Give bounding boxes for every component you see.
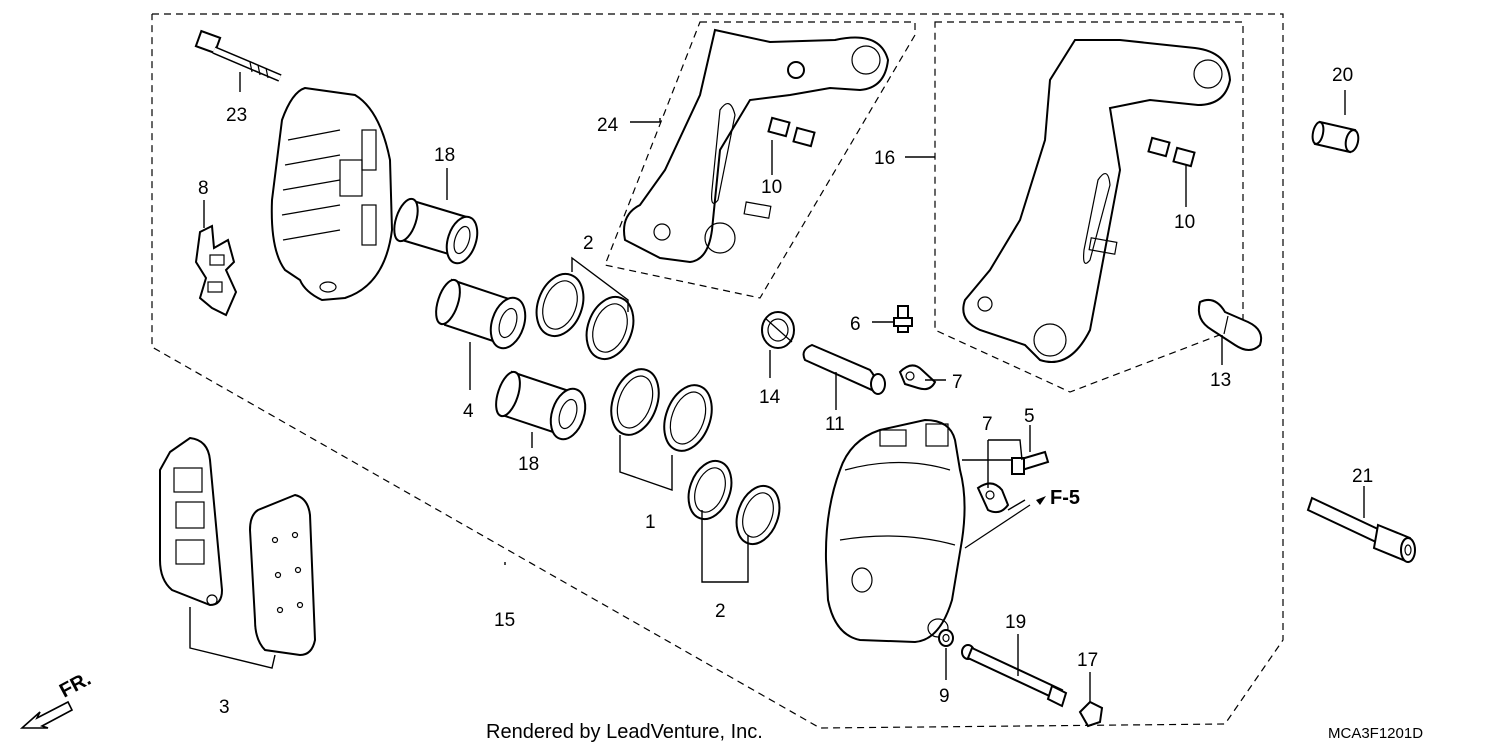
assembly-boundary (151, 13, 1284, 729)
bracket-16 (962, 39, 1232, 363)
caliper-outer-half (270, 86, 394, 302)
callout-18-lower: 18 (518, 454, 539, 475)
bleeder-5 (1011, 450, 1050, 475)
brake-pad-inner (248, 493, 317, 657)
brake-pad-outer (159, 436, 224, 607)
callout-8: 8 (198, 178, 209, 199)
callout-7-upper: 7 (952, 372, 963, 393)
callout-14: 14 (759, 387, 781, 408)
washer-7-upper (898, 364, 937, 391)
callout-6: 6 (850, 314, 861, 335)
bolt-23 (194, 29, 282, 82)
collar-20 (1311, 120, 1360, 154)
bolt-21 (1306, 496, 1416, 564)
callout-labels: 1 2 2 3 4 5 6 7 7 8 9 10 10 11 13 14 15 … (198, 65, 1373, 718)
callout-2-lower: 2 (715, 601, 726, 622)
bracket-24 (623, 28, 890, 264)
seal-set-2-upper (535, 273, 635, 360)
f5-reference-arrow (964, 496, 1046, 549)
slide-pin-11 (802, 343, 886, 395)
pad-pin-19 (961, 644, 1068, 708)
callout-13: 13 (1210, 370, 1231, 391)
callout-10-left: 10 (761, 177, 782, 198)
callout-7-lower: 7 (982, 414, 993, 435)
boot-14 (761, 311, 795, 349)
washer-7-lower (976, 482, 1010, 514)
callout-9: 9 (939, 686, 950, 707)
footer-credit: Rendered by LeadVenture, Inc. (486, 721, 763, 743)
callout-2-upper: 2 (583, 233, 594, 254)
piston-4 (435, 278, 527, 350)
diagram-code: MCA3F1201D (1328, 725, 1423, 742)
reference-f5: F-5 (1050, 487, 1080, 509)
front-direction-arrow (19, 700, 74, 729)
caliper-inner-half (824, 418, 966, 644)
pad-spring-8 (194, 224, 238, 317)
bracket-24-boundary (604, 21, 916, 299)
seal-set-2-lower (687, 459, 781, 546)
callout-24: 24 (597, 115, 619, 136)
callout-23: 23 (226, 105, 247, 126)
callout-10-right: 10 (1174, 212, 1195, 233)
callout-1: 1 (645, 512, 656, 533)
callout-3: 3 (219, 697, 230, 718)
callout-18-upper: 18 (434, 145, 455, 166)
bracket-16-boundary (934, 21, 1244, 393)
pin-13 (1197, 299, 1263, 351)
callout-4: 4 (463, 401, 474, 422)
front-direction-label: FR. (56, 668, 95, 703)
callout-15: 15 (494, 610, 515, 631)
callout-11: 11 (825, 414, 845, 435)
piston-18-upper (393, 197, 479, 265)
callout-5: 5 (1024, 406, 1035, 427)
piston-18-lower (495, 370, 587, 441)
callout-19: 19 (1005, 612, 1026, 633)
callout-20: 20 (1332, 65, 1353, 86)
leader-lines (189, 72, 1365, 702)
washer-9 (938, 629, 954, 647)
seal-set-1 (610, 368, 713, 452)
callout-17: 17 (1077, 650, 1098, 671)
callout-16: 16 (874, 148, 895, 169)
callout-21: 21 (1352, 466, 1373, 487)
plug-17 (1078, 700, 1104, 728)
bleeder-6 (893, 305, 913, 333)
